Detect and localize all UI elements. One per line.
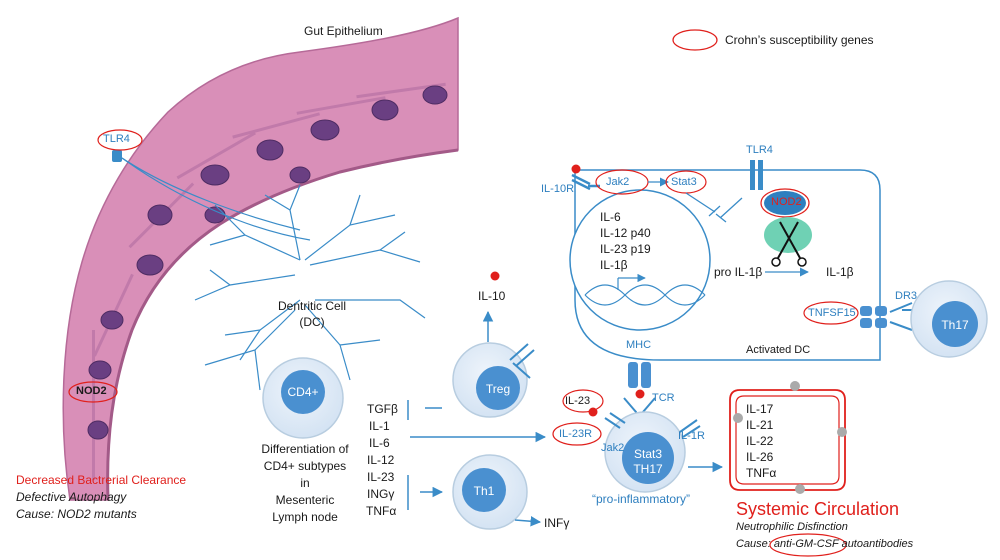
stat3-inhibition: [685, 192, 721, 217]
gut-epithelium-tissue: [62, 16, 459, 501]
cd4-caption-3: in: [300, 476, 310, 490]
cd4-label: CD4+: [287, 385, 319, 399]
systemic-line2-gene: anti-GM-CSF: [773, 538, 839, 550]
center-th17-label: TH17: [633, 462, 663, 476]
left-caption-line1: Decreased Bactrerial Clearance: [16, 473, 187, 487]
dc-label-line2: (DC): [299, 315, 325, 329]
cytokine-3: IL-6: [369, 436, 390, 450]
systemic-line2-prefix: Cause:: [736, 538, 774, 550]
th17-center-cell: [552, 389, 724, 493]
systemic-cytokine-2: IL-21: [746, 418, 774, 432]
il10r-label: IL-10R: [541, 183, 575, 195]
nod2-highlight-ring: [68, 381, 118, 403]
epithelium-nod2-label: NOD2: [76, 385, 107, 397]
cd4-caption-5: Lymph node: [272, 510, 338, 524]
cytokine-5: IL-23: [367, 470, 395, 484]
tcr-label: TCR: [652, 392, 675, 404]
cd4-caption-4: Mesenteric: [275, 493, 335, 507]
cytokine-2: IL-1: [369, 419, 390, 433]
nucleus-gene-4: IL-1β: [600, 258, 628, 272]
gut-epithelium-title: Gut Epithelium: [304, 24, 383, 38]
cytokine-1: TGFβ: [367, 402, 398, 416]
epithelium-tlr4-receptor: [97, 129, 311, 241]
systemic-cytokine-4: IL-26: [746, 450, 774, 464]
dr3-label: DR3: [895, 290, 918, 302]
th17-right-cell: [910, 280, 988, 358]
pro-inflammatory-caption: “pro-inflammatory”: [592, 492, 691, 506]
nucleus-gene-3: IL-23 p19: [600, 242, 651, 256]
il23-label: IL-23: [565, 395, 591, 407]
treg-output-il10: IL-10: [478, 289, 506, 303]
il1r-label: IL-1R: [678, 430, 705, 442]
center-stat3-label: Stat3: [633, 447, 663, 461]
stat3-label: Stat3: [671, 176, 697, 188]
cd4-cell: [262, 357, 344, 439]
legend-red-ring: [672, 29, 718, 51]
jak2-label: Jak2: [606, 176, 630, 188]
epithelium-tlr4-label: TLR4: [103, 133, 130, 145]
nucleus-gene-1: IL-6: [600, 210, 621, 224]
th1-output-infg: INFγ: [544, 516, 570, 530]
systemic-line2: Cause: anti-GM-CSF autoantibodies: [736, 539, 913, 550]
systemic-circulation-title: Systemic Circulation: [736, 499, 900, 519]
systemic-line2-suffix: autoantibodies: [838, 538, 914, 550]
systemic-cytokine-3: IL-22: [746, 434, 774, 448]
systemic-line1: Neutrophilic Disfinction: [736, 521, 848, 533]
il1b-label: IL-1β: [826, 265, 854, 279]
cd4-caption-2: CD4+ subtypes: [263, 459, 347, 473]
cytokine-6: INGγ: [367, 487, 395, 501]
protease-scissors-icon: [764, 217, 812, 267]
gm-csf-highlight-ring: [769, 533, 847, 557]
dc-label-line1: Dentritic Cell: [277, 299, 347, 313]
systemic-vessel: [729, 381, 847, 494]
cytokine-4: IL-12: [367, 453, 395, 467]
cytokine-7: TNFα: [366, 504, 397, 518]
pro-il1b-label: pro IL-1β: [714, 265, 763, 279]
dc-tlr4-label: TLR4: [746, 144, 773, 156]
differentiation-arrows: [407, 400, 547, 510]
tnfsf15-label: TNFSF15: [808, 307, 856, 319]
left-caption-line2: Defective Autophagy: [16, 490, 127, 504]
th1-cell: [452, 454, 542, 530]
mhc-label: MHC: [626, 339, 652, 351]
nod2-label: NOD2: [771, 196, 802, 208]
treg-label: Treg: [485, 382, 511, 396]
activated-dc-label: Activated DC: [746, 344, 811, 356]
nod2-protein: [760, 188, 810, 218]
nucleus-gene-2: IL-12 p40: [600, 226, 651, 240]
left-caption-line3: Cause: NOD2 mutants: [16, 507, 137, 521]
il23r-label: IL-23R: [559, 428, 593, 440]
dc-tlr4-receptor: [715, 160, 763, 223]
il10-ligand-dot: [571, 164, 581, 174]
systemic-cytokine-5: TNFα: [746, 466, 777, 480]
th17-right-label: Th17: [941, 318, 969, 332]
dendritic-cell: [194, 184, 426, 391]
cd4-caption-1: Differentiation of: [261, 442, 349, 456]
systemic-cytokine-1: IL-17: [746, 402, 774, 416]
center-jak2-label: Jak2: [601, 442, 625, 454]
treg-cell: [452, 271, 535, 418]
th1-label: Th1: [473, 484, 495, 498]
legend-label: Crohn’s susceptibility genes: [725, 33, 874, 47]
